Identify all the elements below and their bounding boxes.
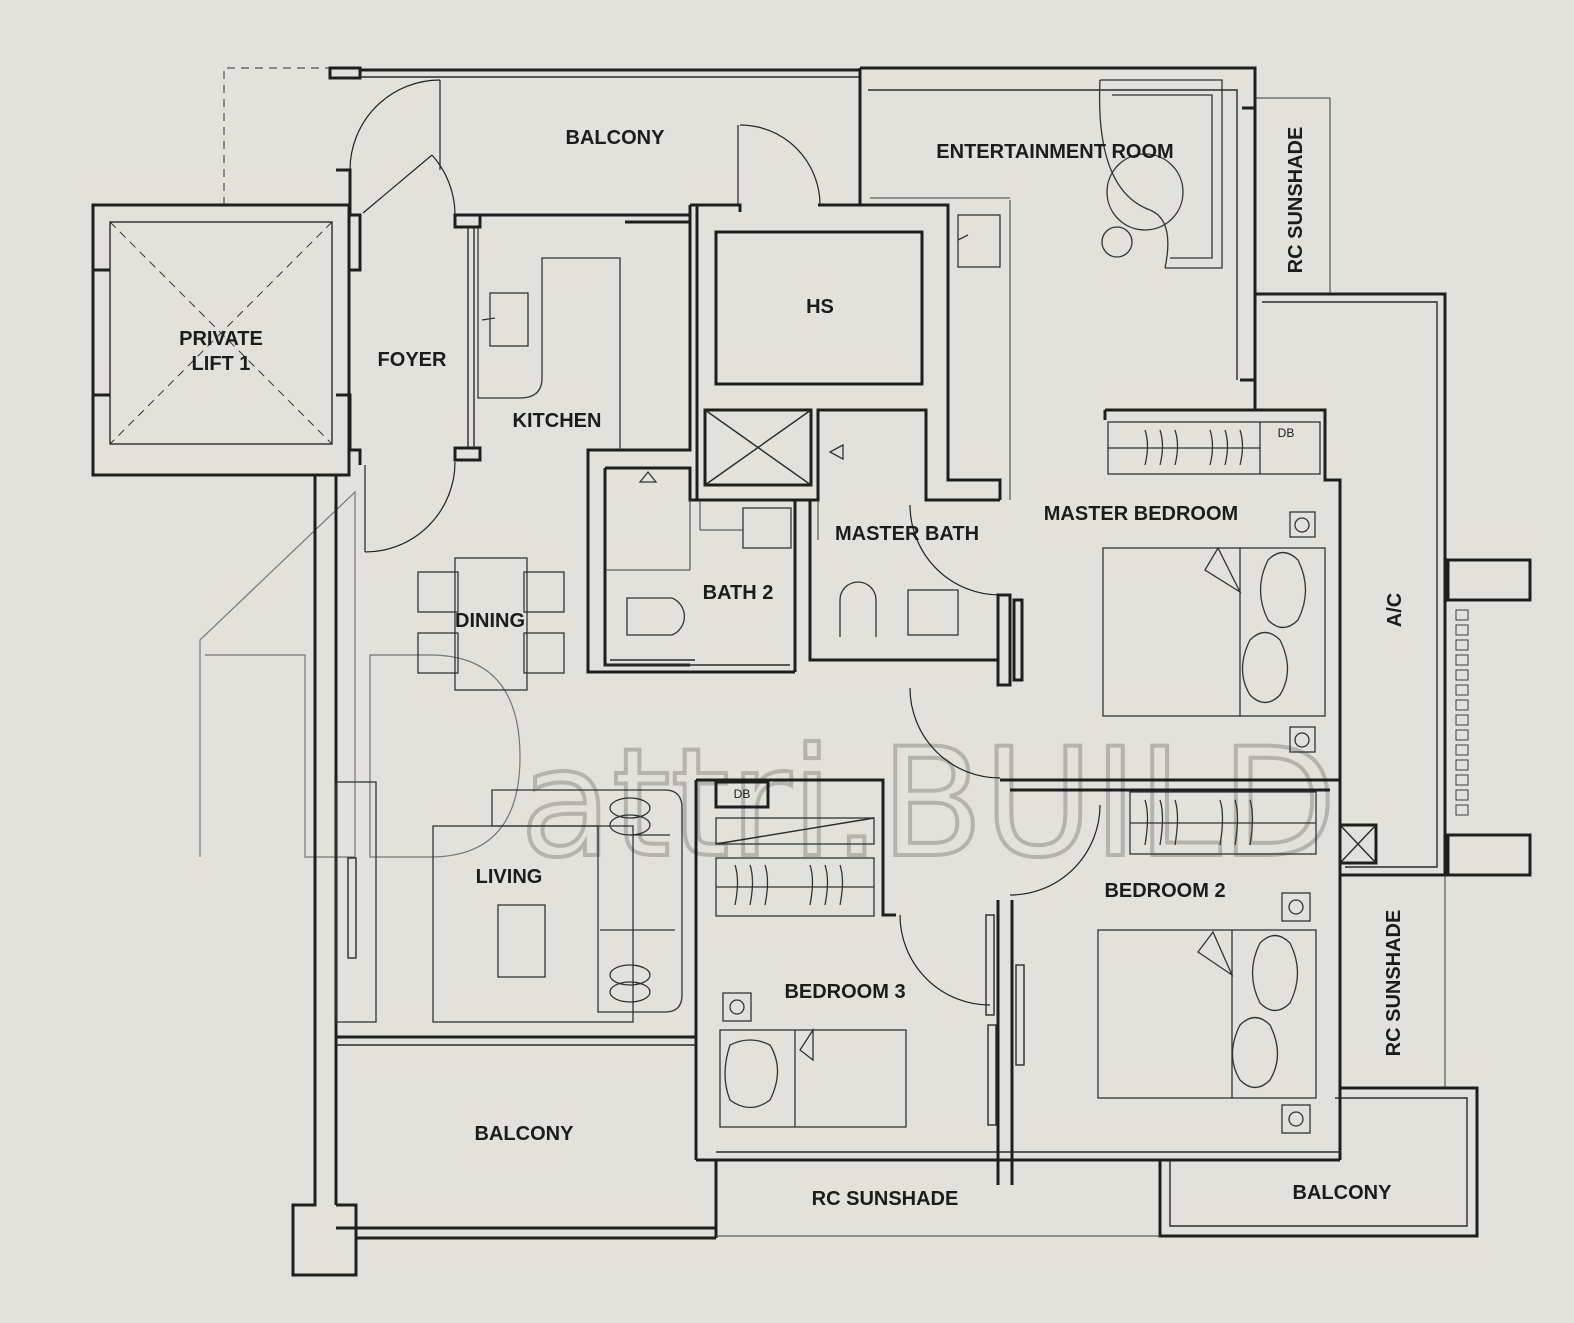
label-balcony-bottom-right: BALCONY [1293, 1182, 1393, 1204]
entertainment-fixtures [957, 79, 1223, 269]
label-ac: A/C [1384, 593, 1406, 627]
label-master-bedroom: MASTER BEDROOM [1044, 503, 1238, 525]
bath-fixtures [607, 443, 959, 637]
living-furniture [335, 781, 683, 1023]
label-rc-sunshade-top-right: RC SUNSHADE [1285, 127, 1307, 274]
label-rc-sunshade-bottom: RC SUNSHADE [812, 1188, 959, 1210]
label-entertainment-room: ENTERTAINMENT ROOM [936, 141, 1173, 163]
label-living: LIVING [476, 866, 543, 888]
label-db-master: DB [1278, 426, 1295, 440]
ac-vents [1338, 609, 1469, 865]
label-bath-2: BATH 2 [703, 582, 774, 604]
room-labels: BALCONY ENTERTAINMENT ROOM PRIVATE LIFT … [179, 127, 1406, 1210]
dining-furniture [417, 557, 565, 691]
bedroom-2-furniture [1097, 791, 1317, 1134]
label-foyer: FOYER [378, 349, 447, 371]
kitchen-fixtures [477, 228, 658, 483]
master-bedroom-furniture [1102, 421, 1326, 753]
label-rc-sunshade-right: RC SUNSHADE [1383, 910, 1405, 1057]
label-kitchen: KITCHEN [513, 410, 602, 432]
label-db-bedroom3: DB [734, 787, 751, 801]
label-balcony-top: BALCONY [566, 127, 666, 149]
interior-walls [336, 168, 1342, 1185]
label-hs: HS [806, 296, 834, 318]
label-balcony-bottom-left: BALCONY [475, 1123, 575, 1145]
watermark-logo: attri.BUILD [199, 490, 1339, 893]
label-dining: DINING [455, 610, 525, 632]
label-private-lift-line2: LIFT 1 [192, 353, 251, 375]
bedroom-3-furniture [714, 780, 907, 1128]
label-master-bath: MASTER BATH [835, 523, 979, 545]
label-bedroom-2: BEDROOM 2 [1104, 880, 1225, 902]
watermark-text: attri.BUILD [520, 717, 1337, 891]
label-private-lift-line1: PRIVATE [179, 328, 263, 350]
outer-walls [93, 66, 1532, 1277]
label-bedroom-3: BEDROOM 3 [784, 981, 905, 1003]
doors [347, 79, 1101, 1126]
